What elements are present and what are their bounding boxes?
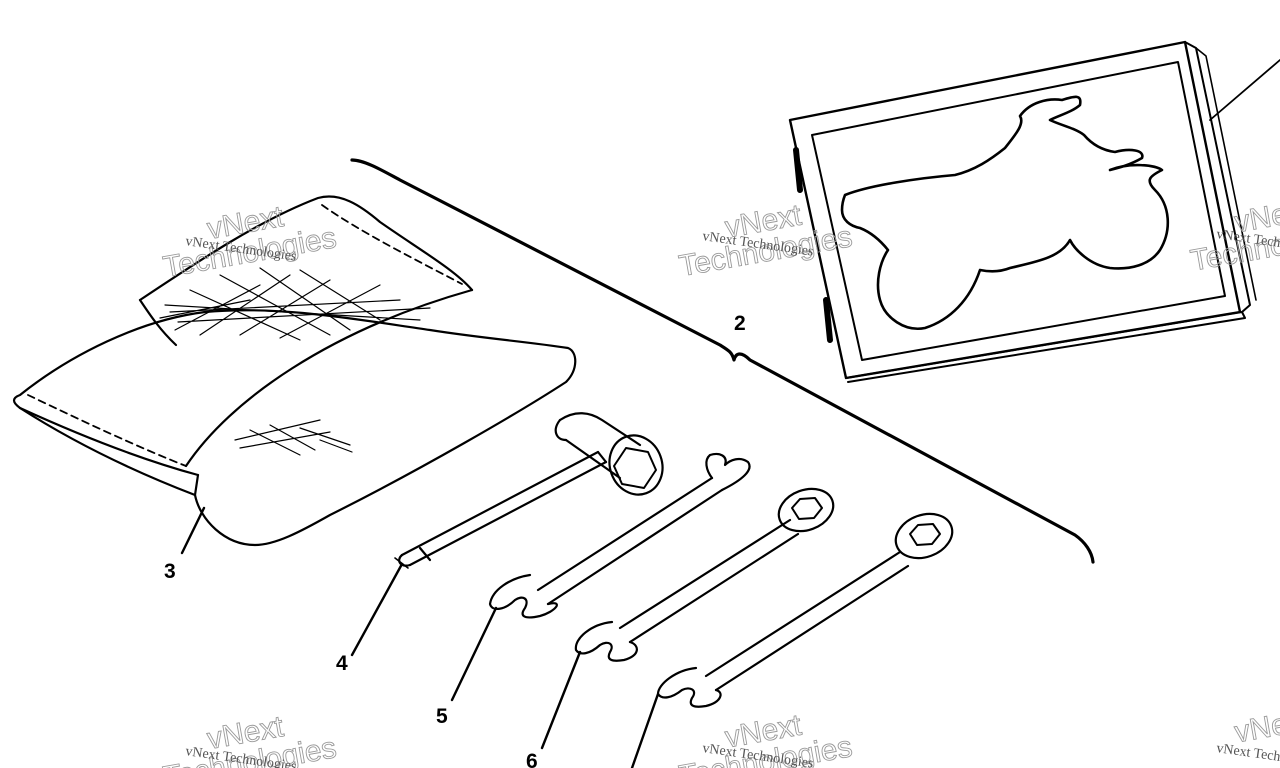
owners-manual <box>788 40 1257 383</box>
leader-line-6 <box>540 650 582 750</box>
bracket-line <box>350 158 1095 564</box>
plug-wrench-screwdriver <box>394 412 664 569</box>
leader-line-1 <box>1209 59 1280 121</box>
callout-5: 5 <box>436 705 448 728</box>
callout-3: 3 <box>164 560 176 583</box>
callout-4: 4 <box>336 652 348 675</box>
tool-bag <box>12 195 577 547</box>
watermark-text: vNext Technologies <box>1215 741 1280 768</box>
watermark-big-top: vNext <box>1232 703 1280 749</box>
callout-6: 6 <box>526 750 538 768</box>
combination-wrench-3 <box>656 512 954 708</box>
leader-line-5 <box>450 606 498 702</box>
combination-wrench-2 <box>574 487 835 662</box>
leader-line-7 <box>630 692 660 768</box>
combination-wrench-1 <box>488 452 751 619</box>
leader-line-4 <box>350 562 404 657</box>
callout-2: 2 <box>734 312 746 335</box>
leader-line-3 <box>180 506 206 555</box>
watermark: vNext Technologies vNext Technologies vN… <box>160 193 1280 768</box>
